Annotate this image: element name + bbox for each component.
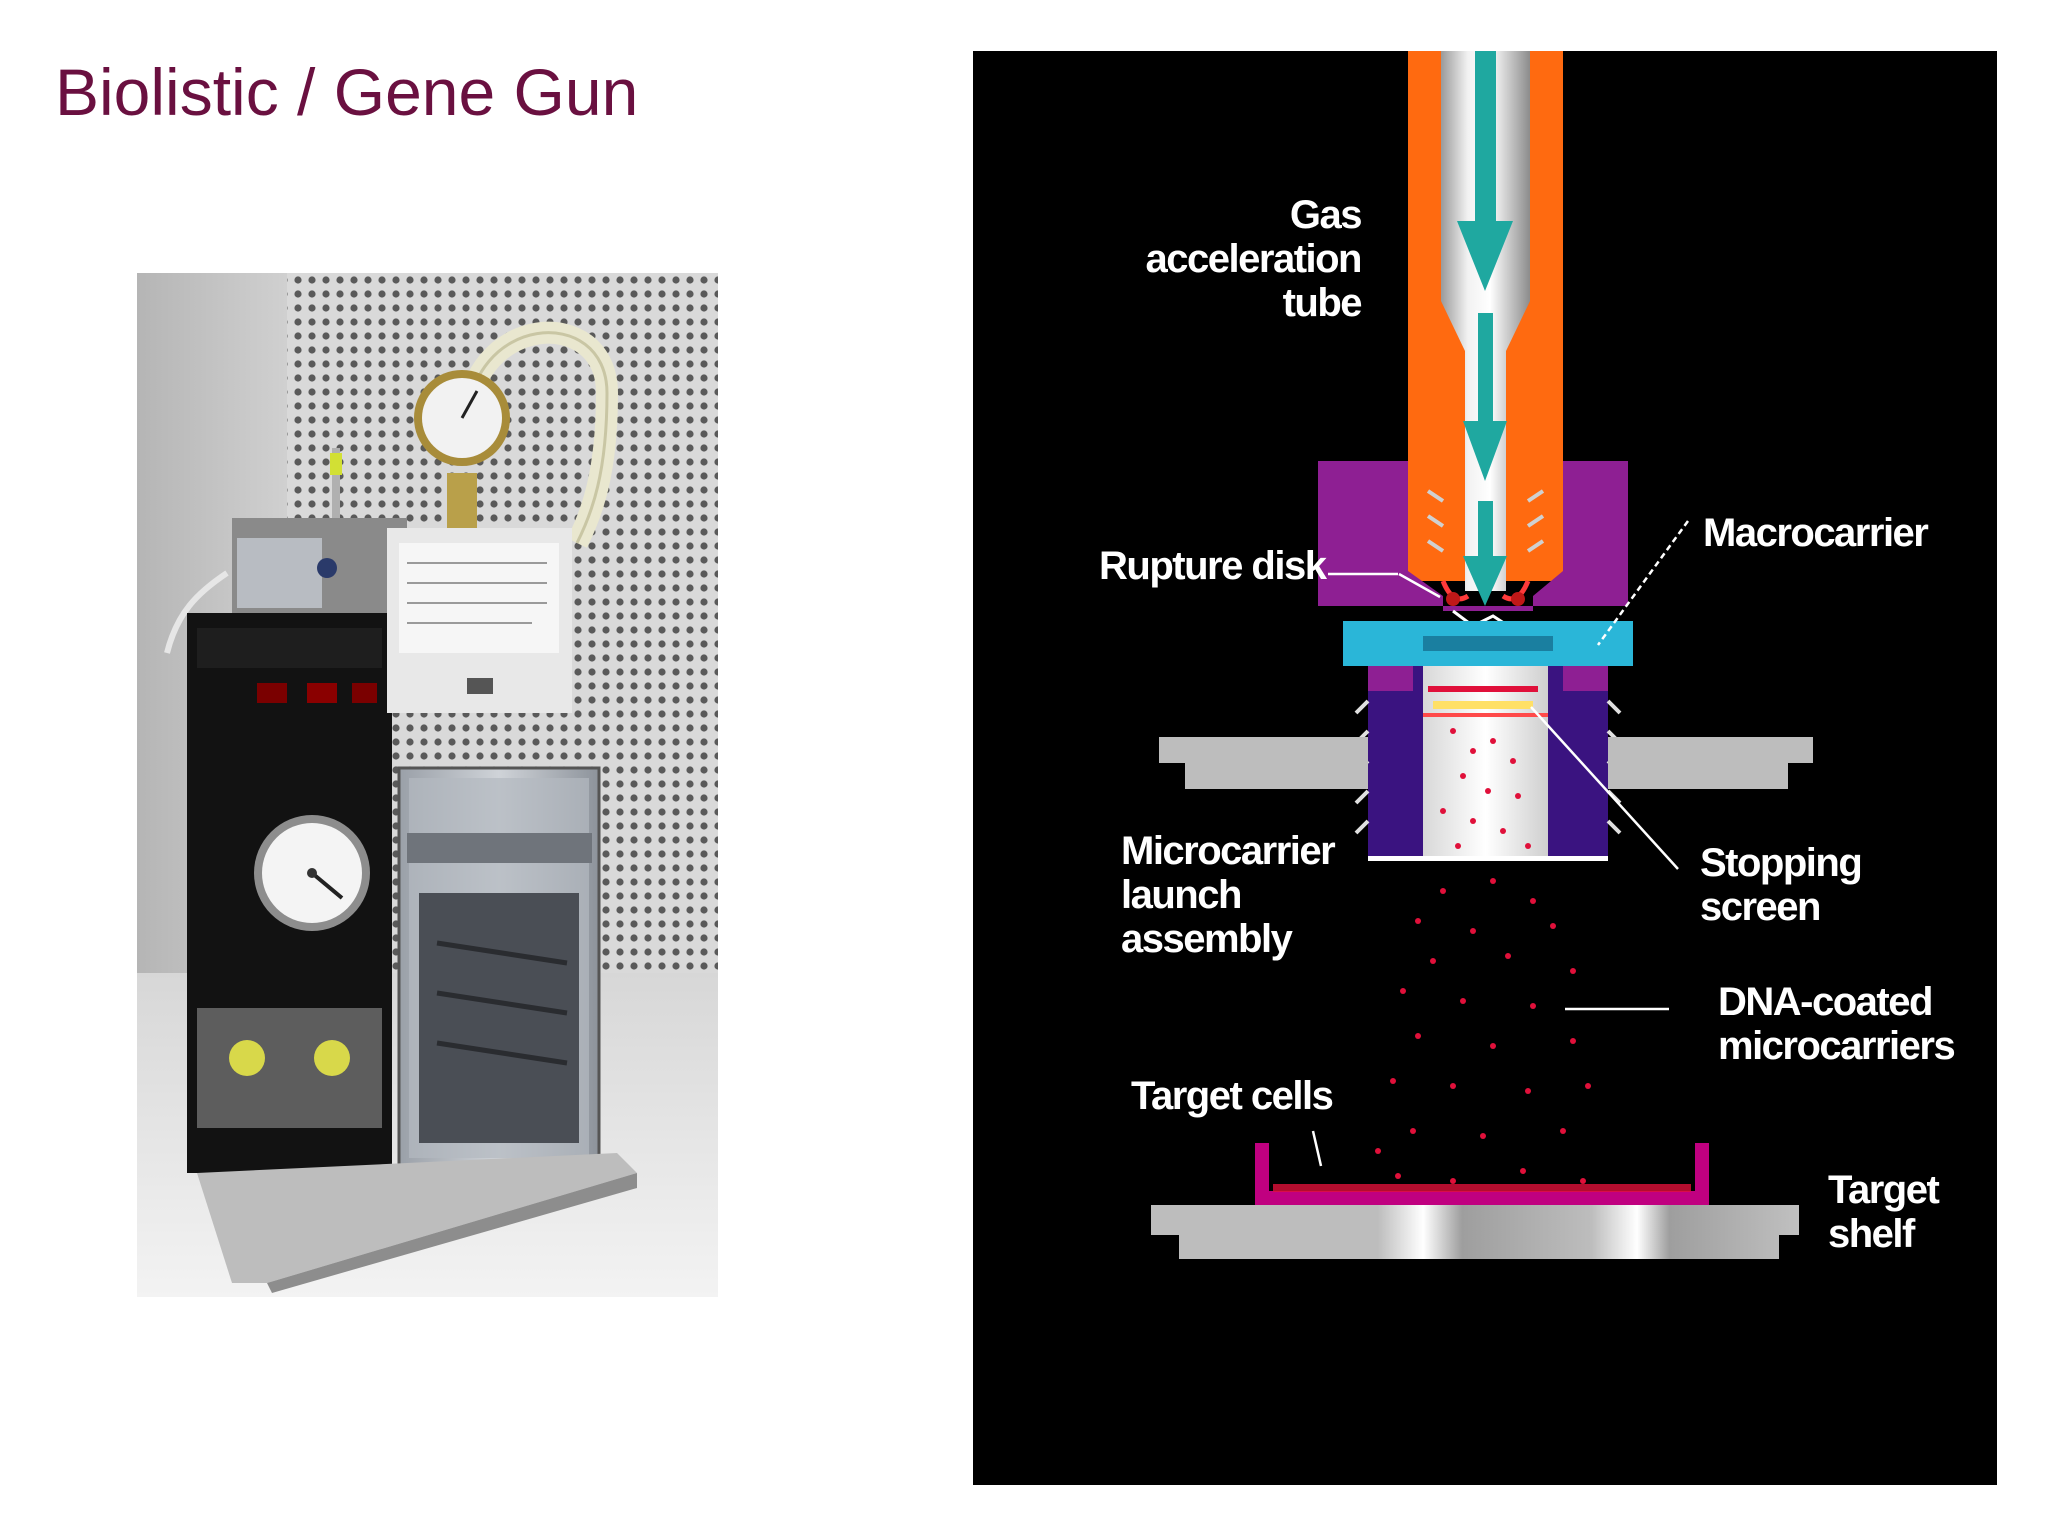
label-stopping-screen-line1: Stopping [1700, 841, 1861, 885]
label-gas-tube-line2: acceleration [1146, 237, 1361, 281]
label-target-cells: Target cells [1131, 1074, 1333, 1118]
target-shelf [1151, 1205, 1799, 1259]
gene-gun-diagram: Gas acceleration tube Rupture disk Macro… [973, 51, 1997, 1485]
vacuum-gauge-icon [254, 815, 370, 931]
label-rupture-disk: Rupture disk [1099, 544, 1328, 588]
label-macrocarrier: Macrocarrier [1703, 511, 1928, 555]
label-dna-microcarriers-line1: DNA-coated [1718, 980, 1932, 1024]
label-dna-microcarriers-line2: microcarriers [1718, 1024, 1954, 1068]
label-target-shelf-line2: shelf [1828, 1212, 1916, 1256]
target-cells-dish [1255, 1143, 1709, 1205]
upper-platform [1159, 737, 1368, 789]
microcarrier-launch-assembly [1354, 666, 1622, 861]
label-launch-assembly-line2: launch [1121, 873, 1241, 917]
gene-gun-photo [137, 273, 718, 1297]
label-gas-tube-line1: Gas [1290, 193, 1361, 237]
label-gas-tube-line3: tube [1283, 281, 1362, 325]
label-launch-assembly-line1: Microcarrier [1121, 829, 1335, 873]
label-launch-assembly-line3: assembly [1121, 917, 1294, 961]
label-stopping-screen-line2: screen [1700, 885, 1820, 929]
dna-microcarriers [1370, 728, 1626, 1224]
label-target-shelf-line1: Target [1828, 1168, 1939, 1212]
slide-title: Biolistic / Gene Gun [55, 55, 639, 129]
pressure-gauge-icon [414, 370, 510, 533]
